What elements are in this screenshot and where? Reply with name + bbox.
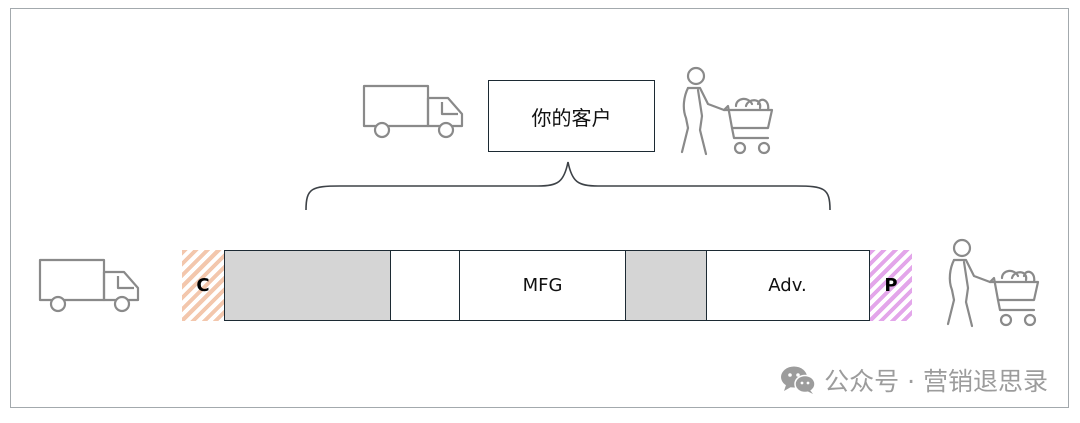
truck-icon (38, 258, 140, 313)
shopper-cart-icon (946, 238, 1040, 328)
shopper-cart-icon (680, 66, 774, 156)
truck-icon (362, 84, 464, 139)
cap-c: C (182, 250, 224, 321)
segment-1 (225, 251, 390, 320)
segment-4 (625, 251, 706, 320)
watermark: 公众号 · 营销退思录 (780, 362, 1048, 398)
segment-2 (390, 251, 459, 320)
value-chain-bar: MFG Adv. (224, 250, 870, 321)
segment-mfg: MFG (459, 251, 625, 320)
watermark-text: 公众号 · 营销退思录 (824, 367, 1048, 396)
wechat-icon (781, 366, 816, 394)
customer-box: 你的客户 (488, 80, 655, 152)
curly-brace (305, 161, 831, 211)
segment-adv: Adv. (706, 251, 868, 320)
diagram-frame (10, 8, 1069, 408)
cap-p: P (870, 250, 912, 321)
